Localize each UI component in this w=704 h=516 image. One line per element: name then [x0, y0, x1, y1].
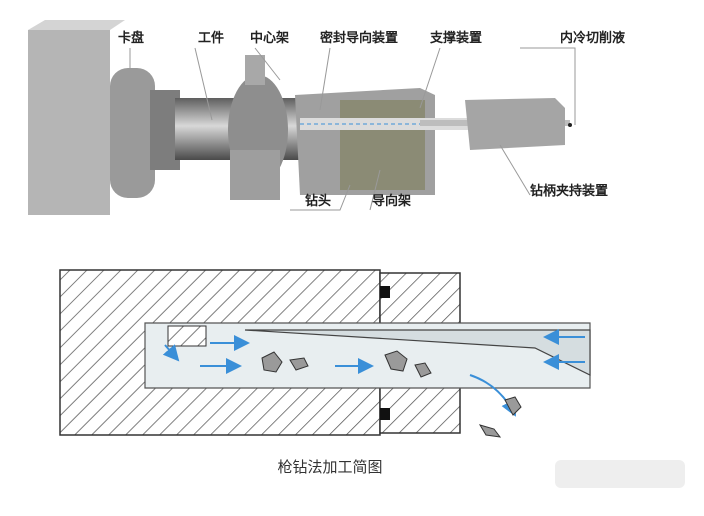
chuck: [110, 68, 155, 198]
label-seal-guide: 密封导向装置: [319, 30, 398, 46]
label-guide-frame: 导向架: [372, 193, 411, 209]
label-workpiece: 工件: [198, 30, 224, 46]
gun-drill: [244, 329, 591, 376]
label-shank-holder: 钻柄夹持装置: [530, 183, 608, 199]
machine-illustration: [28, 20, 572, 215]
chips: [261, 350, 522, 438]
label-support: 支撑装置: [429, 30, 482, 46]
label-steady-rest: 中心架: [250, 30, 289, 46]
headstock: [28, 30, 110, 215]
shank-holder: [465, 98, 565, 150]
leader-lines: [129, 47, 576, 211]
label-coolant: 内冷切削液: [560, 30, 625, 46]
diagram-caption: 枪钻法加工简图: [277, 458, 382, 476]
label-drill-head: 钻头: [305, 193, 331, 209]
cross-section: [59, 269, 591, 438]
watermark-blur: [555, 460, 685, 488]
label-chuck: 卡盘: [118, 30, 144, 46]
